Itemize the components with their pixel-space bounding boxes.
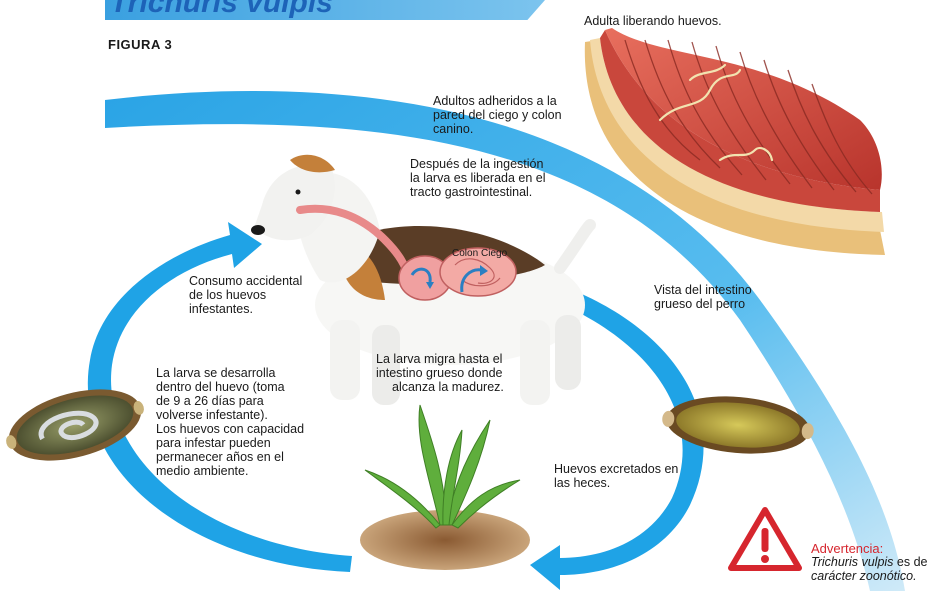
plant-illustration [360, 405, 530, 570]
figure-label: FIGURA 3 [108, 37, 172, 52]
warning-box: Advertencia: Trichuris vulpis es de cará… [811, 542, 927, 583]
label-after-ingestion: Después de la ingestión la larva es libe… [410, 157, 546, 199]
label-larva-migrates: La larva migra hasta el intestino grueso… [376, 352, 504, 394]
label-adult-releasing: Adulta liberando huevos. [584, 14, 722, 28]
warning-triangle-icon [731, 510, 799, 568]
warning-line2: carácter zoonótico. [811, 569, 927, 583]
label-adults-attached: Adultos adheridos a la pared del ciego y… [433, 94, 562, 136]
label-eggs-excreted: Huevos excretados en las heces. [554, 462, 678, 490]
intestine-section [585, 28, 885, 255]
warning-title: Advertencia: [811, 542, 927, 555]
label-intestine-view: Vista del intestino grueso del perro [654, 283, 752, 311]
warning-line1-rest: es de [893, 555, 927, 569]
label-colon: Colon [452, 248, 478, 259]
warning-species: Trichuris vulpis [811, 555, 893, 569]
page-title: Trichuris vulpis [110, 0, 333, 20]
label-larva-develops: La larva se desarrolla dentro del huevo … [156, 366, 304, 478]
label-accidental-consumption: Consumo accidental de los huevos infesta… [189, 274, 302, 316]
label-ciego: Ciego [481, 248, 507, 259]
